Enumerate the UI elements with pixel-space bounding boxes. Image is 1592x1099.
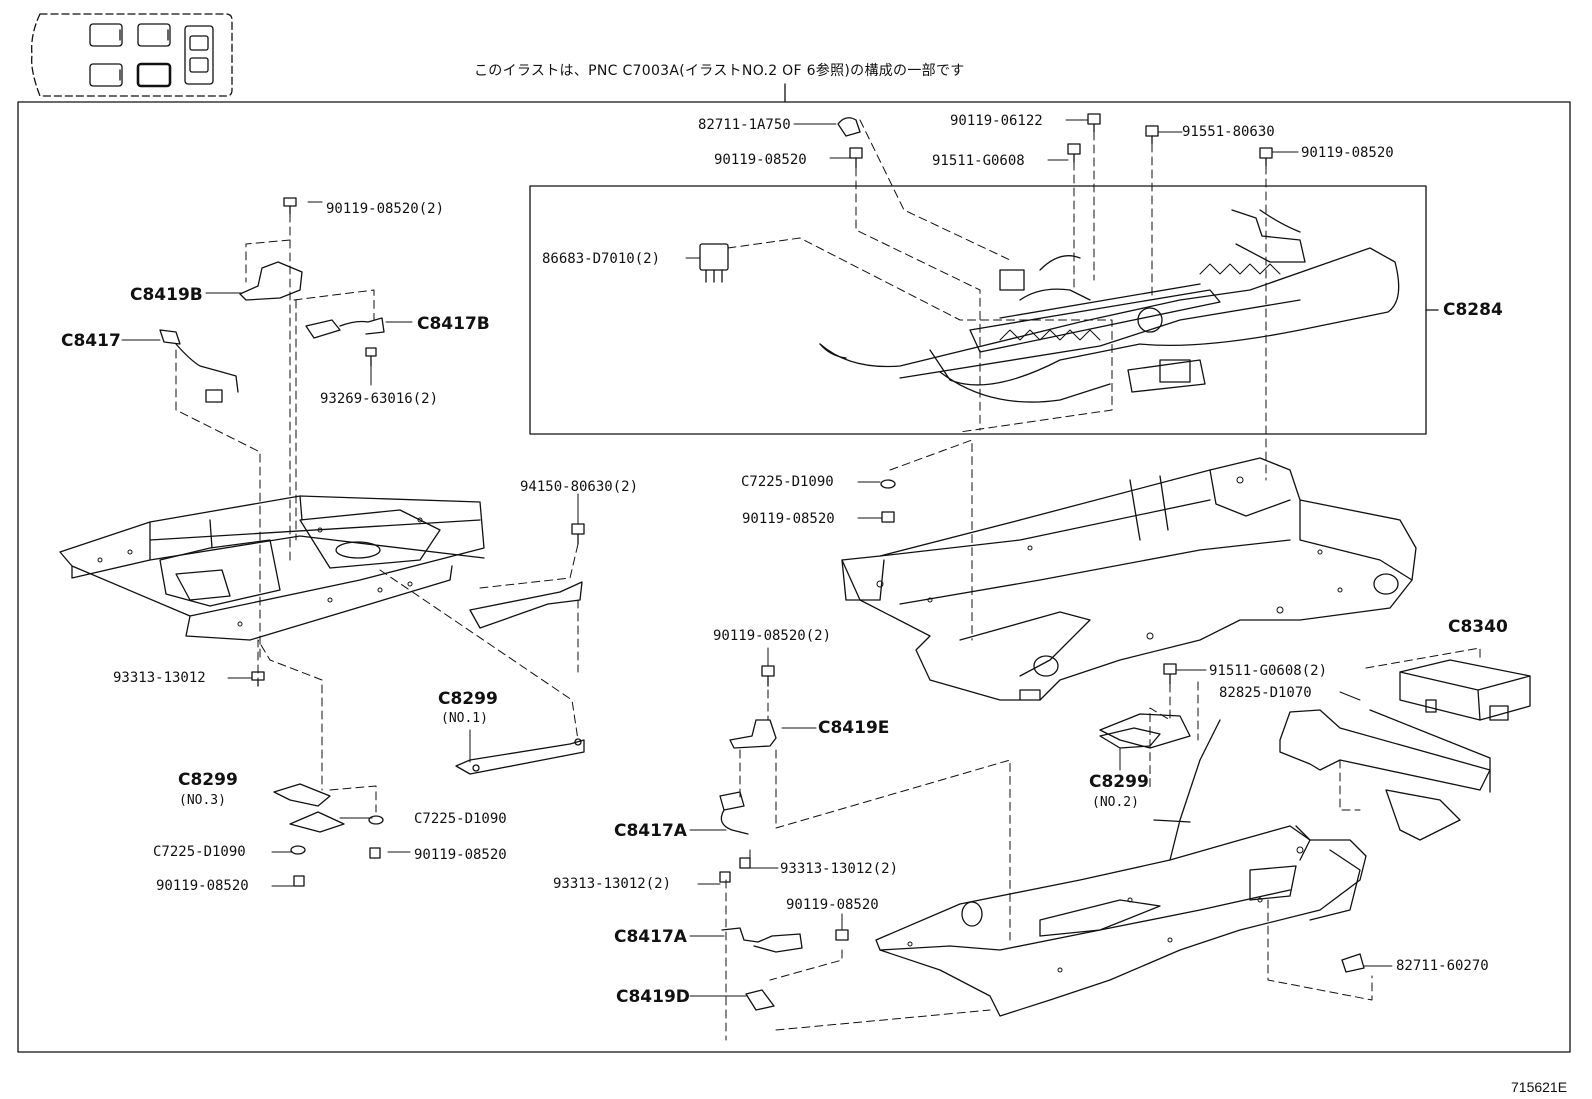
part-number-93269-63016-x2[interactable]: 93269-63016(2) (320, 391, 439, 407)
assembly-dashed-lines (175, 119, 1481, 1041)
diagram-caption: このイラストは、PNC C7003A(イラストNO.2 OF 6参照)の構成の一… (474, 63, 965, 79)
fastener-icons (251, 113, 1273, 941)
part-code-c8417b[interactable]: C8417B (417, 314, 490, 334)
illustration-reference-number: 715621E (1511, 1079, 1568, 1095)
part-code-c8299-no3[interactable]: C8299 (178, 770, 238, 790)
harness-inset-box (529, 185, 1427, 435)
part-number-93313-13012-x2[interactable]: 93313-13012(2) (780, 861, 899, 877)
part-number-c7225-d1090[interactable]: C7225-D1090 (414, 811, 507, 827)
part-number-90119-08520[interactable]: 90119-08520 (1301, 145, 1394, 161)
part-code-c8299-no1[interactable]: C8299 (438, 689, 498, 709)
part-variant-no2: (NO.2) (1092, 795, 1139, 810)
part-code-c8284[interactable]: C8284 (1443, 300, 1503, 320)
part-number-93313-13012[interactable]: 93313-13012 (113, 670, 206, 686)
part-variant-no3: (NO.3) (179, 793, 226, 808)
part-number-90119-08520[interactable]: 90119-08520 (742, 511, 835, 527)
part-number-90119-08520[interactable]: 90119-08520 (156, 878, 249, 894)
part-number-91511-g0608[interactable]: 91511-G0608 (932, 153, 1025, 169)
leader-lines (121, 119, 1393, 997)
part-number-91551-80630[interactable]: 91551-80630 (1182, 124, 1275, 140)
part-number-82711-1a750[interactable]: 82711-1A750 (698, 117, 791, 133)
part-number-c7225-d1090[interactable]: C7225-D1090 (741, 474, 834, 490)
part-number-90119-08520-x2[interactable]: 90119-08520(2) (713, 628, 832, 644)
part-code-c8417a[interactable]: C8417A (614, 927, 687, 947)
part-number-82711-60270[interactable]: 82711-60270 (1396, 958, 1489, 974)
part-variant-no1: (NO.1) (441, 711, 488, 726)
left-seat-rail-drawing (59, 261, 585, 833)
part-number-90119-08520[interactable]: 90119-08520 (414, 847, 507, 863)
part-code-c8419b[interactable]: C8419B (130, 285, 203, 305)
part-number-91511-g0608-x2[interactable]: 91511-G0608(2) (1209, 663, 1328, 679)
part-number-90119-06122[interactable]: 90119-06122 (950, 113, 1043, 129)
part-code-c8419d[interactable]: C8419D (616, 987, 690, 1007)
seat-base-drawing (719, 659, 1531, 1017)
part-code-c8299-no2[interactable]: C8299 (1089, 772, 1149, 792)
part-code-c8340[interactable]: C8340 (1448, 617, 1508, 637)
part-code-c8417a[interactable]: C8417A (614, 821, 687, 841)
diagram-frame (17, 101, 1571, 1053)
part-number-90119-08520-x2[interactable]: 90119-08520(2) (326, 201, 445, 217)
part-number-c7225-d1090[interactable]: C7225-D1090 (153, 844, 246, 860)
part-number-93313-13012-x2[interactable]: 93313-13012(2) (553, 876, 672, 892)
seat-locator-icon (31, 13, 233, 97)
part-number-82825-d1070[interactable]: 82825-D1070 (1219, 685, 1312, 701)
part-code-c8417[interactable]: C8417 (61, 331, 121, 351)
part-number-90119-08520[interactable]: 90119-08520 (714, 152, 807, 168)
seat-frame-drawing (841, 457, 1417, 701)
part-code-c8419e[interactable]: C8419E (818, 718, 890, 738)
part-number-86683-d7010-x2[interactable]: 86683-D7010(2) (542, 251, 661, 267)
part-number-90119-08520[interactable]: 90119-08520 (786, 897, 879, 913)
part-number-94150-80630-x2[interactable]: 94150-80630(2) (520, 479, 639, 495)
wire-harness-drawing (699, 209, 1400, 403)
